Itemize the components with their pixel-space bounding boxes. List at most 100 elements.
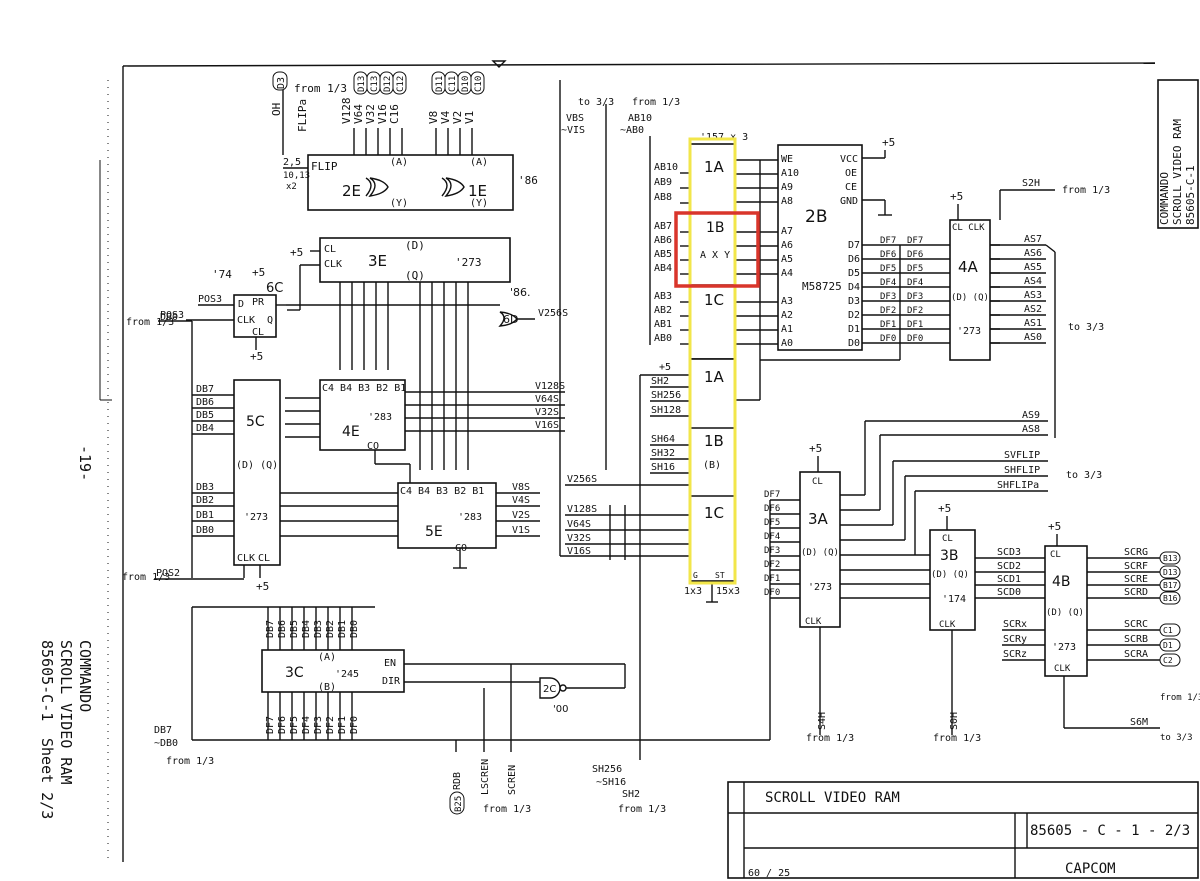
svg-text:DB5: DB5 bbox=[196, 410, 214, 421]
svg-text:SH2: SH2 bbox=[651, 376, 669, 387]
svg-text:C4 B4 B3 B2 B1: C4 B4 B3 B2 B1 bbox=[400, 486, 484, 497]
svg-text:'74: '74 bbox=[212, 268, 232, 281]
svg-text:DF3: DF3 bbox=[880, 292, 896, 302]
svg-text:POS3: POS3 bbox=[198, 294, 222, 305]
svg-text:'273: '273 bbox=[244, 512, 268, 523]
svg-text:SCD1: SCD1 bbox=[997, 574, 1021, 585]
chip-5c-label: 5C bbox=[246, 414, 265, 430]
svg-text:'86.: '86. bbox=[510, 286, 531, 299]
pos2-input: from 1/3 POS2 bbox=[122, 568, 244, 583]
svg-text:DF4: DF4 bbox=[907, 278, 923, 288]
svg-text:C16: C16 bbox=[388, 104, 401, 124]
svg-text:(D): (D) bbox=[405, 239, 425, 252]
svg-text:~SH16: ~SH16 bbox=[596, 777, 626, 788]
svg-text:D7: D7 bbox=[848, 240, 860, 251]
chip-6c-label: 6C bbox=[266, 281, 283, 296]
svg-text:DF5: DF5 bbox=[289, 716, 300, 734]
svg-text:V128: V128 bbox=[340, 98, 353, 125]
svg-text:S4H: S4H bbox=[817, 712, 828, 730]
svg-text:AS5: AS5 bbox=[1024, 262, 1042, 273]
svg-text:AB7: AB7 bbox=[654, 221, 672, 232]
svg-text:(Y): (Y) bbox=[470, 198, 488, 209]
svg-text:AB6: AB6 bbox=[654, 235, 672, 246]
svg-text:D5: D5 bbox=[848, 268, 860, 279]
flip-signals: SVFLIP SHFLIP SHFLIPa to 3/3 bbox=[892, 450, 1102, 555]
svg-text:CLK: CLK bbox=[805, 617, 822, 627]
title-block-date: 60 / 25 bbox=[748, 868, 790, 879]
svg-text:DB0: DB0 bbox=[196, 525, 214, 536]
svg-text:(Q): (Q) bbox=[405, 269, 425, 282]
svg-text:+5: +5 bbox=[809, 442, 822, 455]
chip-3a-label: 3A bbox=[808, 510, 829, 528]
svg-text:VCC: VCC bbox=[840, 154, 858, 165]
svg-text:+5: +5 bbox=[252, 266, 265, 279]
svg-text:CLK: CLK bbox=[1054, 664, 1071, 674]
svg-text:'283: '283 bbox=[458, 512, 482, 523]
svg-text:V1S: V1S bbox=[512, 525, 530, 536]
svg-text:D11: D11 bbox=[435, 76, 445, 92]
svg-text:SCRG: SCRG bbox=[1124, 547, 1148, 558]
svg-text:from 1/3: from 1/3 bbox=[294, 82, 347, 95]
svg-text:AS8: AS8 bbox=[1022, 424, 1040, 435]
svg-text:AB5: AB5 bbox=[654, 249, 672, 260]
svg-text:'245: '245 bbox=[335, 669, 359, 680]
svg-text:DF2: DF2 bbox=[764, 560, 780, 570]
svg-text:'174: '174 bbox=[942, 594, 966, 605]
svg-text:AB10: AB10 bbox=[654, 162, 678, 173]
svg-text:V4: V4 bbox=[439, 110, 452, 124]
svg-text:FLIP: FLIP bbox=[311, 160, 338, 173]
svg-text:DF1: DF1 bbox=[907, 320, 923, 330]
svg-text:DB6: DB6 bbox=[196, 397, 214, 408]
svg-text:PR: PR bbox=[252, 297, 265, 308]
svg-text:V256S: V256S bbox=[567, 474, 597, 485]
svg-text:DF6: DF6 bbox=[907, 250, 923, 260]
svg-text:SCD0: SCD0 bbox=[997, 587, 1021, 598]
svg-text:GND: GND bbox=[840, 196, 858, 207]
chip-3b-label: 3B bbox=[940, 548, 959, 564]
mux-section-1a: 1A bbox=[704, 158, 725, 176]
svg-text:'86: '86 bbox=[518, 174, 538, 187]
svg-text:B17: B17 bbox=[1163, 581, 1178, 590]
svg-text:V256S: V256S bbox=[538, 308, 568, 319]
side-sheet-label: Sheet 2/3 bbox=[38, 738, 56, 819]
svg-text:DF3: DF3 bbox=[907, 292, 923, 302]
svg-text:V64: V64 bbox=[352, 104, 365, 124]
svg-text:'273: '273 bbox=[1052, 642, 1076, 653]
svg-text:(A): (A) bbox=[390, 157, 408, 168]
svg-text:CLK: CLK bbox=[939, 620, 956, 630]
svg-text:C12: C12 bbox=[396, 76, 406, 92]
svg-text:D1: D1 bbox=[1163, 641, 1173, 650]
svg-text:A7: A7 bbox=[781, 226, 793, 237]
svg-text:AB0: AB0 bbox=[654, 333, 672, 344]
svg-text:DB4: DB4 bbox=[301, 620, 312, 638]
svg-text:C4 B4 B3 B2 B1: C4 B4 B3 B2 B1 bbox=[322, 383, 406, 394]
svg-text:~VIS: ~VIS bbox=[561, 125, 585, 136]
adder-bus bbox=[339, 282, 469, 470]
chip-4e-label: 4E bbox=[342, 424, 360, 440]
svg-text:AS6: AS6 bbox=[1024, 248, 1042, 259]
svg-text:to 3/3: to 3/3 bbox=[1068, 322, 1104, 333]
svg-text:1x3: 1x3 bbox=[684, 586, 702, 597]
svg-text:~DB0: ~DB0 bbox=[154, 738, 178, 749]
svg-text:SHFLIP: SHFLIP bbox=[1004, 465, 1040, 476]
svg-text:A10: A10 bbox=[781, 168, 799, 179]
svg-text:DIR: DIR bbox=[382, 676, 401, 687]
svg-text:G: G bbox=[693, 571, 698, 580]
svg-text:AB9: AB9 bbox=[654, 177, 672, 188]
svg-text:A4: A4 bbox=[781, 268, 793, 279]
svg-text:(Y): (Y) bbox=[390, 198, 408, 209]
chip-4b-label: 4B bbox=[1052, 574, 1071, 590]
svg-text:'283: '283 bbox=[368, 412, 392, 423]
svg-text:B13: B13 bbox=[1163, 554, 1178, 563]
svg-text:FLIPa: FLIPa bbox=[296, 99, 309, 132]
title-block-number: 85605 - C - 1 - 2/3 bbox=[1030, 823, 1190, 839]
vbs-ab-labels: to 3/3 VBS ~VIS from 1/3 AB10 ~AB0 bbox=[561, 97, 680, 470]
tab-title: SCROLL VIDEO RAM bbox=[1171, 119, 1184, 225]
mux-section-1c: 1C bbox=[704, 291, 724, 309]
svg-text:S0H: S0H bbox=[949, 712, 960, 730]
svg-text:DB7: DB7 bbox=[196, 384, 214, 395]
chip-4b: +5 CL 4B (D) (Q) '273 CLK SCRx SCRy SCRz… bbox=[1002, 520, 1200, 743]
svg-text:DF0: DF0 bbox=[349, 716, 360, 734]
svg-text:AS3: AS3 bbox=[1024, 290, 1042, 301]
